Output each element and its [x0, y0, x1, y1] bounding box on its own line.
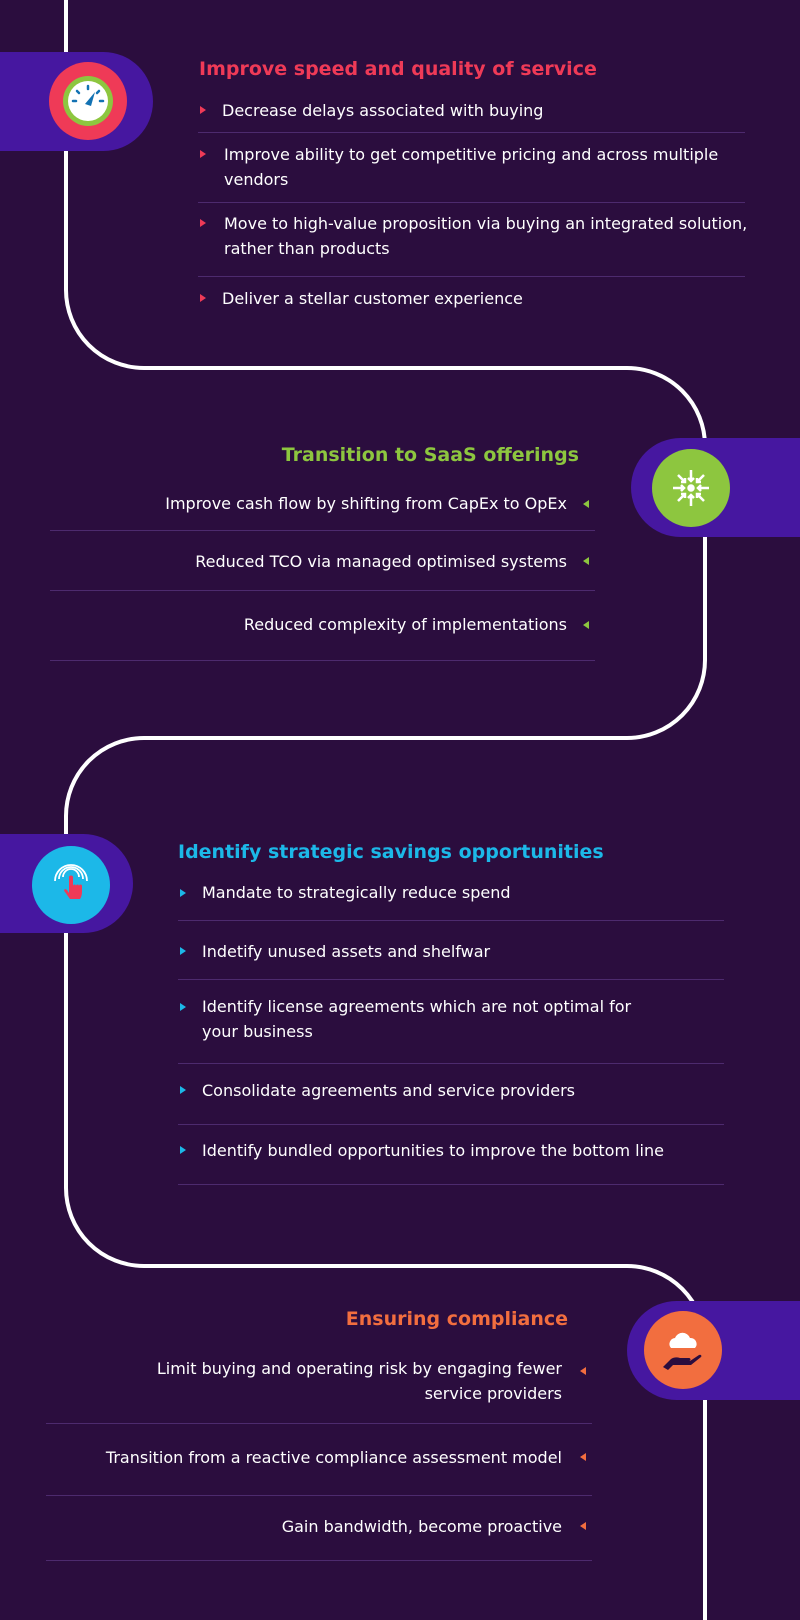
list-item: Improve cash flow by shifting from CapEx…	[27, 491, 567, 516]
bullet-icon	[200, 150, 206, 158]
divider	[178, 1184, 724, 1185]
touch-signal-icon	[32, 846, 110, 924]
item-text: Decrease delays associated with buying	[222, 101, 544, 120]
bullet-icon	[580, 1453, 586, 1461]
section-1-title: Improve speed and quality of service	[199, 58, 597, 80]
divider	[50, 660, 595, 661]
item-text: Deliver a stellar customer experience	[222, 289, 523, 308]
list-item: Indetify unused assets and shelfwar	[202, 939, 742, 964]
item-text: Reduced TCO via managed optimised system…	[195, 552, 567, 571]
item-text: Reduced complexity of implementations	[243, 615, 567, 634]
converge-arrows-icon	[652, 449, 730, 527]
item-text: Identify bundled opportunities to improv…	[202, 1141, 664, 1160]
bullet-icon	[583, 500, 589, 508]
bullet-icon	[580, 1522, 586, 1530]
bullet-icon	[580, 1367, 586, 1375]
divider	[198, 276, 745, 277]
divider	[178, 1063, 724, 1064]
bullet-icon	[180, 1086, 186, 1094]
divider	[178, 979, 724, 980]
list-item: Identify license agreements which are no…	[202, 994, 672, 1044]
list-item: Reduced complexity of implementations	[27, 612, 567, 637]
item-text: Identify license agreements which are no…	[202, 997, 632, 1041]
list-item: Move to high-value proposition via buyin…	[224, 211, 749, 261]
list-item: Reduced TCO via managed optimised system…	[27, 549, 567, 574]
bullet-icon	[180, 889, 186, 897]
list-item: Mandate to strategically reduce spend	[202, 880, 742, 905]
bullet-icon	[180, 947, 186, 955]
divider	[46, 1423, 592, 1424]
section-4-title: Ensuring compliance	[345, 1308, 568, 1330]
item-text: Mandate to strategically reduce spend	[202, 883, 511, 902]
divider	[50, 590, 595, 591]
list-item: Consolidate agreements and service provi…	[202, 1078, 742, 1103]
divider	[46, 1560, 592, 1561]
divider	[178, 1124, 724, 1125]
item-text: Gain bandwidth, become proactive	[281, 1517, 562, 1536]
bullet-icon	[180, 1146, 186, 1154]
item-text: Transition from a reactive compliance as…	[105, 1448, 562, 1467]
divider	[198, 202, 745, 203]
list-item: Improve ability to get competitive prici…	[224, 142, 724, 192]
bullet-icon	[180, 1003, 186, 1011]
list-item: Decrease delays associated with buying	[222, 98, 742, 123]
list-item: Identify bundled opportunities to improv…	[202, 1138, 762, 1163]
divider	[50, 530, 595, 531]
item-text: Indetify unused assets and shelfwar	[202, 942, 491, 961]
item-text: Consolidate agreements and service provi…	[202, 1081, 576, 1100]
divider	[46, 1495, 592, 1496]
bullet-icon	[200, 106, 206, 114]
divider	[198, 132, 745, 133]
item-text: Improve ability to get competitive prici…	[224, 145, 719, 189]
list-item: Limit buying and operating risk by engag…	[142, 1356, 562, 1406]
bullet-icon	[200, 294, 206, 302]
section-2-title: Transition to SaaS offerings	[281, 444, 579, 466]
item-text: Limit buying and operating risk by engag…	[156, 1359, 562, 1403]
item-text: Move to high-value proposition via buyin…	[224, 214, 748, 258]
bullet-icon	[583, 621, 589, 629]
divider	[178, 920, 724, 921]
list-item: Gain bandwidth, become proactive	[22, 1514, 562, 1539]
list-item: Transition from a reactive compliance as…	[2, 1445, 562, 1470]
bullet-icon	[200, 219, 206, 227]
bullet-icon	[583, 557, 589, 565]
cloud-hand-icon	[644, 1311, 722, 1389]
speedometer-icon	[49, 62, 127, 140]
section-3-title: Identify strategic savings opportunities	[178, 841, 604, 863]
list-item: Deliver a stellar customer experience	[222, 286, 742, 311]
item-text: Improve cash flow by shifting from CapEx…	[165, 494, 567, 513]
